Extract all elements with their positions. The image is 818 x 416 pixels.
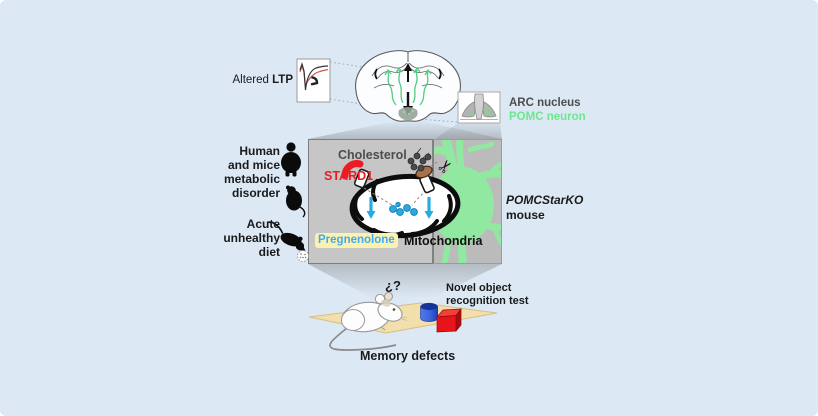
pomc-projection-arrows xyxy=(384,66,432,106)
stard1-label: STARD1 xyxy=(324,169,374,183)
ltp-trace-inset xyxy=(296,58,331,103)
diet-line: unhealthy xyxy=(223,231,280,245)
pomc-neuron-label: POMC neuron xyxy=(509,111,586,123)
altered-text: Altered xyxy=(232,74,273,86)
nor-line: recognition test xyxy=(446,295,529,307)
memory-defects-label: Memory defects xyxy=(360,349,456,363)
ltp-text: LTP xyxy=(272,74,293,86)
obese-mouse-icon xyxy=(286,185,306,218)
ltp-control-trace xyxy=(299,61,329,91)
question-marks-label: ¿? xyxy=(385,278,401,293)
left-channel-icon xyxy=(353,168,370,189)
food-pellet-icon xyxy=(297,250,309,262)
arc-nucleus-inset xyxy=(457,91,501,124)
nor-line: Novel object xyxy=(446,282,512,294)
unhealthy-diet-label: Acute unhealthy diet xyxy=(186,217,280,259)
pomcstarko-text: POMCStarKO xyxy=(506,193,584,207)
arc-nucleus-label: ARC nucleus xyxy=(509,97,581,109)
mitochondria-label: Mitochondria xyxy=(404,234,483,248)
zoom-beam-inset xyxy=(435,123,502,139)
novel-object-cylinder-icon xyxy=(420,302,438,322)
metabolic-disorder-label: Human and mice metabolic disorder xyxy=(186,144,280,200)
brain-coronal-illustration xyxy=(355,50,461,122)
left-icons xyxy=(267,142,309,262)
pregnenolone-molecules-icon xyxy=(389,201,418,216)
hippocampus-lines xyxy=(371,62,445,89)
novel-object-cube-icon xyxy=(436,307,462,333)
pomc-neuron-zoom-box: ✂ xyxy=(308,139,502,264)
flux-down-arrow-right-icon xyxy=(424,197,434,219)
pomc-cells-dots xyxy=(470,107,494,116)
lean-mouse-icon xyxy=(267,221,307,253)
metabolic-line: Human xyxy=(239,144,280,158)
mouse-text: mouse xyxy=(506,208,545,222)
arc-blob-dots xyxy=(403,110,414,115)
metabolic-line: metabolic xyxy=(223,172,280,186)
diet-line: diet xyxy=(258,245,280,259)
lab-mouse-illustration xyxy=(341,292,408,333)
stard1-protein-icon xyxy=(341,160,364,180)
altered-ltp-label: Altered LTP xyxy=(210,74,293,87)
metabolic-line: and mice xyxy=(227,158,280,172)
diet-line: Acute xyxy=(246,217,280,231)
zoom-beam-bottom xyxy=(308,264,502,298)
pregnenolone-label: Pregnenolone xyxy=(315,233,398,248)
nor-scene xyxy=(308,292,498,351)
up-arrow-icon xyxy=(404,63,412,82)
flux-down-arrow-left-icon xyxy=(366,197,376,219)
mouse-tail xyxy=(329,327,397,351)
pomcstarko-mouse-label: POMCStarKO mouse xyxy=(506,193,583,223)
novel-object-test-label: Novel object recognition test xyxy=(446,282,529,308)
cholesterol-label: Cholesterol xyxy=(338,148,407,162)
cholesterol-molecules-icon xyxy=(407,147,432,172)
metabolic-line: disorder xyxy=(231,186,280,200)
stimulus-artifact-icon xyxy=(310,76,319,86)
obese-human-icon xyxy=(281,142,301,177)
